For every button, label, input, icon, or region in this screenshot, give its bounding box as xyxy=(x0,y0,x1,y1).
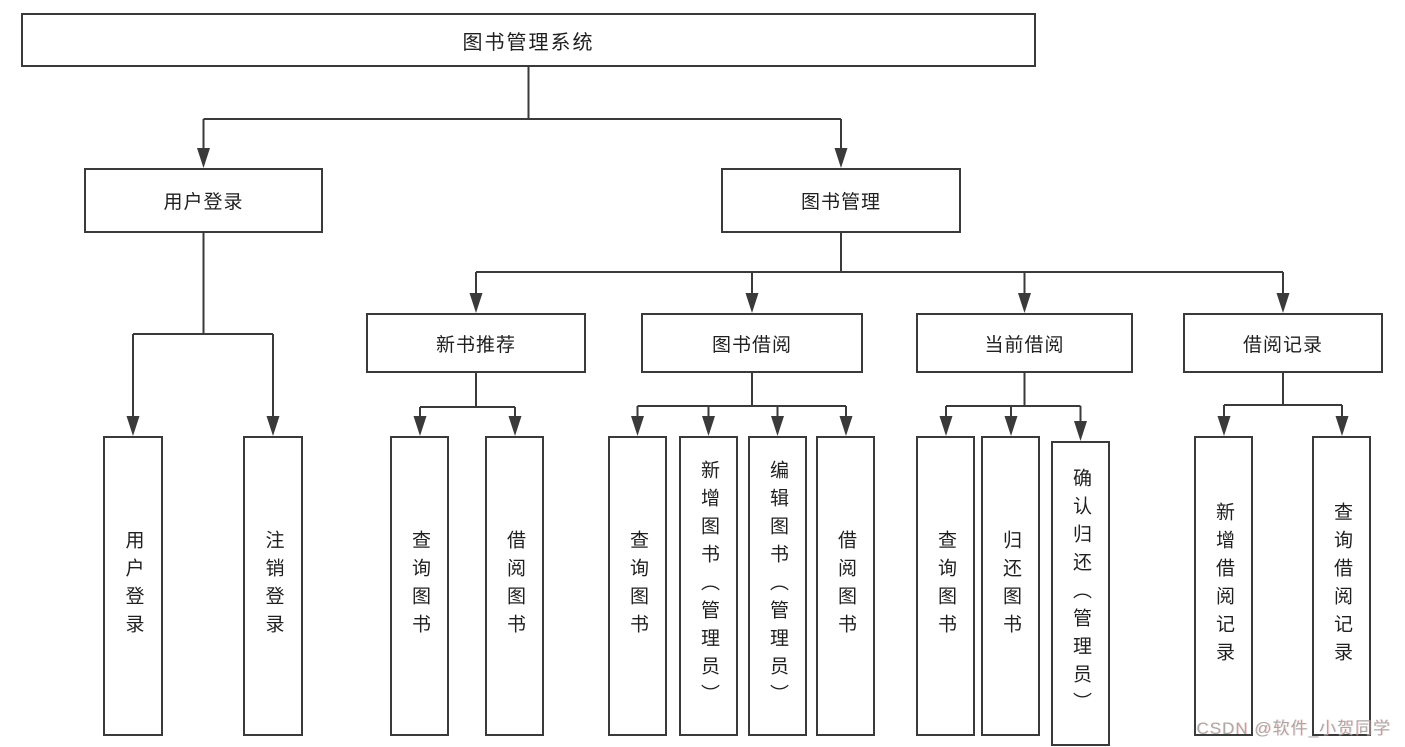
leaf-edit-book-admin: 编辑图书（管理员） xyxy=(748,436,807,736)
leaf-query-borrow-record: 查询借阅记录 xyxy=(1312,436,1371,736)
leaf-borrow-books-label: 借阅图书 xyxy=(835,530,856,642)
leaf-add-book-admin: 新增图书（管理员） xyxy=(679,436,738,736)
leaf-query-books-current-label: 查询图书 xyxy=(935,530,956,642)
node-book-borrow-label: 图书借阅 xyxy=(711,334,792,356)
node-user-login: 用户登录 xyxy=(84,168,323,233)
node-new-book-recommend: 新书推荐 xyxy=(366,313,586,373)
leaf-borrow-books-recommend-label: 借阅图书 xyxy=(504,530,525,642)
node-book-management: 图书管理 xyxy=(721,168,961,233)
leaf-return-book-label: 归还图书 xyxy=(1000,530,1021,642)
leaf-edit-book-admin-label: 编辑图书（管理员） xyxy=(767,460,788,712)
leaf-return-book: 归还图书 xyxy=(981,436,1040,736)
node-borrow-records: 借阅记录 xyxy=(1183,313,1383,373)
leaf-user-login-label: 用户登录 xyxy=(122,530,144,642)
leaf-logout-label: 注销登录 xyxy=(262,530,284,642)
leaf-logout: 注销登录 xyxy=(243,436,303,736)
leaf-query-books-current: 查询图书 xyxy=(916,436,975,736)
node-borrow-records-label: 借阅记录 xyxy=(1242,334,1323,356)
leaf-query-books-borrow-label: 查询图书 xyxy=(627,530,648,642)
leaf-borrow-books: 借阅图书 xyxy=(816,436,875,736)
leaf-confirm-return-admin-label: 确认归还（管理员） xyxy=(1070,467,1091,720)
node-book-borrow: 图书借阅 xyxy=(641,313,863,373)
node-current-borrow-label: 当前借阅 xyxy=(984,334,1065,356)
leaf-query-books-recommend-label: 查询图书 xyxy=(409,530,430,642)
node-current-borrow: 当前借阅 xyxy=(916,313,1133,373)
node-book-management-label: 图书管理 xyxy=(800,192,881,213)
leaf-add-borrow-record-label: 新增借阅记录 xyxy=(1213,502,1234,670)
node-root: 图书管理系统 xyxy=(21,13,1036,67)
node-new-book-recommend-label: 新书推荐 xyxy=(435,334,516,356)
leaf-query-borrow-record-label: 查询借阅记录 xyxy=(1331,502,1352,670)
leaf-borrow-books-recommend: 借阅图书 xyxy=(485,436,544,736)
leaf-query-books-borrow: 查询图书 xyxy=(608,436,667,736)
leaf-query-books-recommend: 查询图书 xyxy=(390,436,449,736)
node-user-login-label: 用户登录 xyxy=(163,192,244,213)
leaf-user-login: 用户登录 xyxy=(103,436,163,736)
leaf-add-borrow-record: 新增借阅记录 xyxy=(1194,436,1253,736)
node-root-label: 图书管理系统 xyxy=(462,31,595,54)
leaf-add-book-admin-label: 新增图书（管理员） xyxy=(698,460,719,712)
leaf-confirm-return-admin: 确认归还（管理员） xyxy=(1051,441,1110,746)
